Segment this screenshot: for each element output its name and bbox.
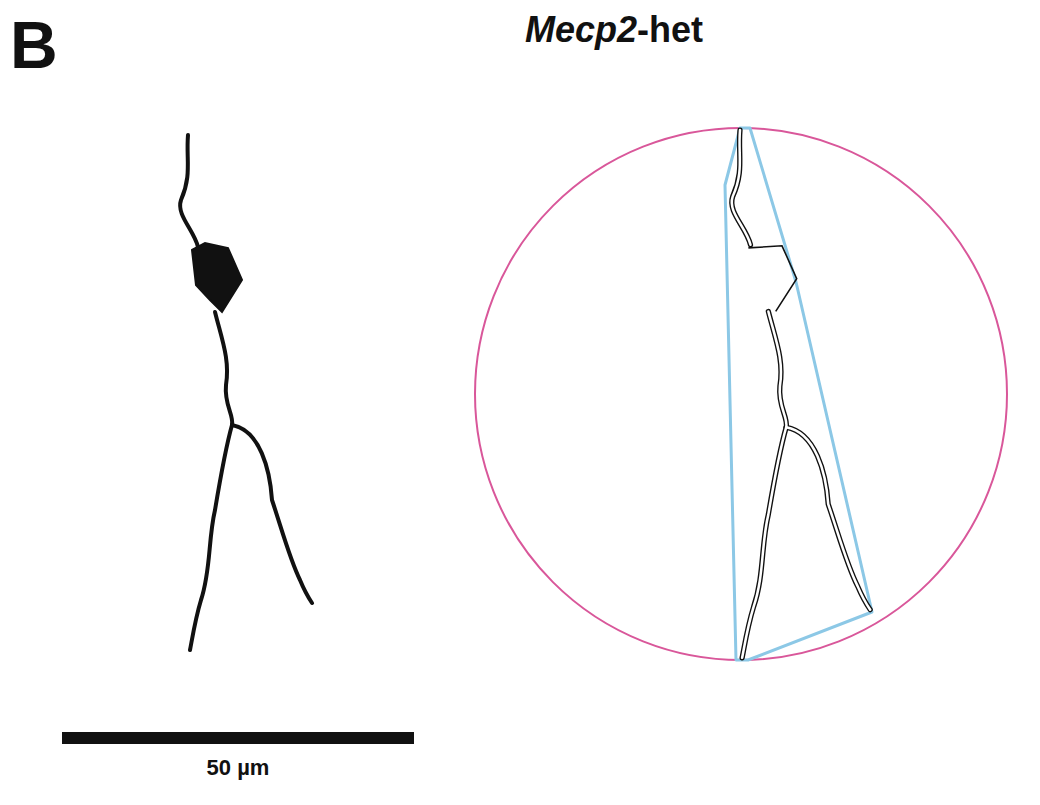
figure-title: Mecp2-het xyxy=(525,12,703,48)
scale-label: 50 µm xyxy=(207,757,270,779)
neuron-outline xyxy=(732,130,870,658)
bounding-circle xyxy=(475,128,1007,660)
genotype-suffix: -het xyxy=(637,9,703,50)
scale-bar xyxy=(62,732,414,744)
panel-letter: B xyxy=(10,12,58,78)
neuron-soma xyxy=(192,243,242,312)
convex-hull xyxy=(725,128,872,660)
gene-name: Mecp2 xyxy=(525,9,637,50)
neuron-tracing xyxy=(180,135,312,650)
